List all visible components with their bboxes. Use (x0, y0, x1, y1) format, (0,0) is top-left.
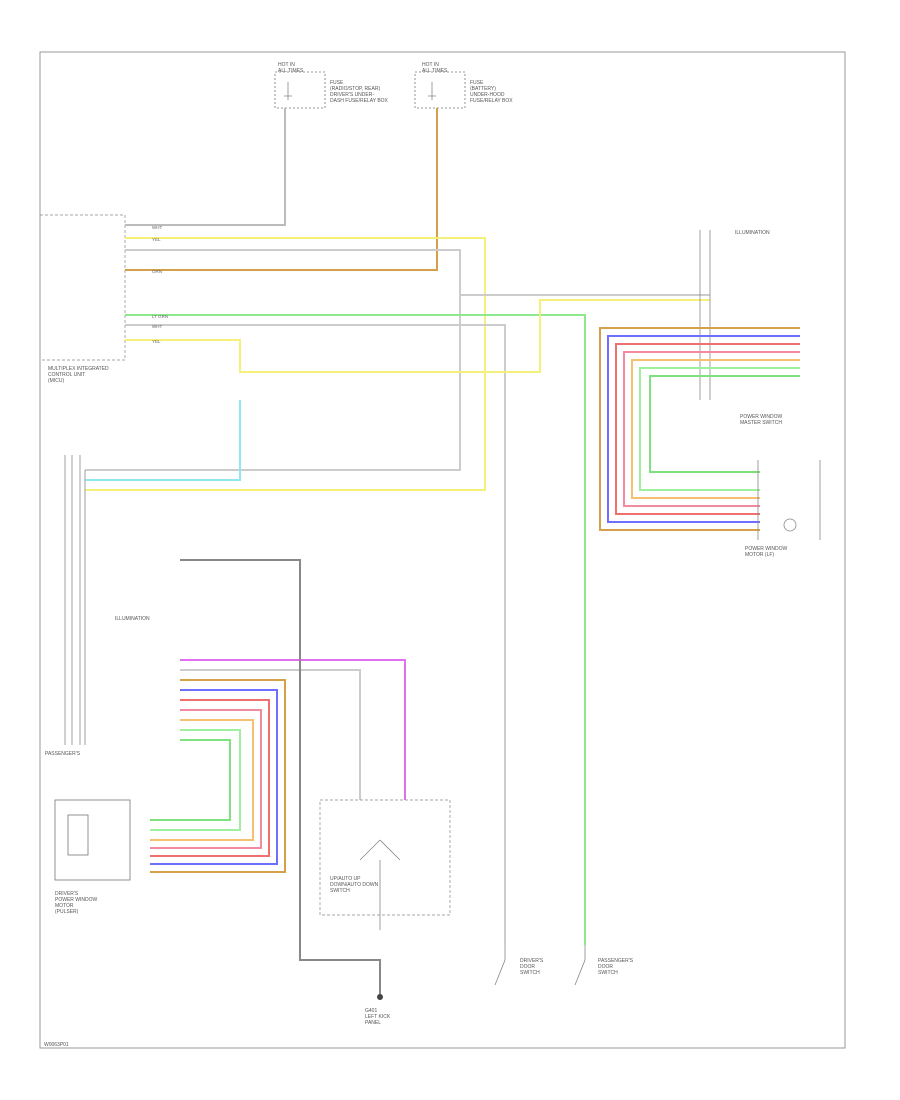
svg-text:MULTIPLEX INTEGRATED: MULTIPLEX INTEGRATED (48, 366, 109, 372)
svg-text:WHT: WHT (152, 225, 162, 230)
svg-text:ILLUMINATION: ILLUMINATION (115, 616, 150, 622)
svg-text:G401: G401 (365, 1008, 377, 1014)
door-switch-pass: PASSENGER'S DOOR SWITCH (574, 945, 634, 986)
ground-symbol: G401 LEFT KICK PANEL (365, 994, 391, 1026)
svg-text:POWER WINDOW: POWER WINDOW (740, 414, 782, 420)
svg-text:MASTER SWITCH: MASTER SWITCH (740, 420, 782, 426)
fuse-left-group: HOT IN ALL TIMES FUSE (RADIO/STOP, REAR)… (274, 62, 389, 109)
illumination-block: ILLUMINATION POWER WINDOW MASTER SWITCH (699, 230, 782, 426)
svg-text:DRIVER'S UNDER-: DRIVER'S UNDER- (330, 92, 374, 98)
window-switch: UP/AUTO UP DOWN/AUTO DOWN SWITCH (319, 799, 451, 930)
svg-text:MOTOR: MOTOR (55, 903, 74, 909)
svg-text:HOT IN: HOT IN (278, 62, 295, 68)
svg-text:(BATTERY): (BATTERY) (470, 86, 496, 92)
wire-micu-ltgrn (125, 314, 586, 945)
svg-text:SWITCH: SWITCH (598, 970, 618, 976)
diagram-frame (39, 51, 846, 1049)
svg-text:DOOR: DOOR (520, 964, 535, 970)
svg-text:ORN: ORN (152, 269, 162, 274)
svg-text:ILLUMINATION: ILLUMINATION (735, 230, 770, 236)
svg-text:POWER WINDOW: POWER WINDOW (745, 546, 787, 552)
driver-pw-motor: DRIVER'S POWER WINDOW MOTOR (PULSER) (54, 799, 131, 915)
svg-text:DRIVER'S: DRIVER'S (55, 891, 79, 897)
svg-text:(RADIO/STOP, REAR): (RADIO/STOP, REAR) (330, 86, 380, 92)
svg-text:PASSENGER'S: PASSENGER'S (45, 751, 81, 757)
wire-micu-wht (85, 249, 461, 471)
svg-text:LT GRN: LT GRN (152, 314, 168, 319)
svg-text:ALL TIMES: ALL TIMES (278, 68, 304, 74)
wire-fuse-left (125, 108, 286, 226)
micu-box: MULTIPLEX INTEGRATED CONTROL UNIT (MICU) (40, 214, 126, 384)
svg-text:UP/AUTO UP: UP/AUTO UP (330, 876, 361, 882)
wire-micu-wht-2 (125, 324, 506, 945)
diagram-code: W0063P01 (44, 1042, 69, 1048)
svg-text:FUSE/RELAY BOX: FUSE/RELAY BOX (470, 98, 513, 104)
svg-text:YEL: YEL (152, 339, 161, 344)
wire-black-ground (180, 559, 381, 995)
pw-master-switch: PASSENGER'S ILLUMINATION (45, 455, 150, 757)
svg-text:PASSENGER'S: PASSENGER'S (598, 958, 634, 964)
wire-micu-yel-1 (85, 237, 486, 491)
middle-bundle (150, 659, 406, 873)
svg-text:DRIVER'S: DRIVER'S (520, 958, 544, 964)
svg-text:LEFT KICK: LEFT KICK (365, 1014, 391, 1020)
svg-text:UNDER-HOOD: UNDER-HOOD (470, 92, 505, 98)
wire-cyan (85, 400, 241, 481)
svg-text:DOOR: DOOR (598, 964, 613, 970)
svg-text:(PULSER): (PULSER) (55, 909, 79, 915)
svg-text:PANEL: PANEL (365, 1020, 381, 1026)
svg-text:ALL TIMES: ALL TIMES (422, 68, 448, 74)
door-switch-driver: DRIVER'S DOOR SWITCH (494, 945, 544, 986)
svg-text:DASH FUSE/RELAY BOX: DASH FUSE/RELAY BOX (330, 98, 389, 104)
right-bundle (599, 327, 800, 531)
svg-text:SWITCH: SWITCH (520, 970, 540, 976)
svg-text:FUSE: FUSE (330, 80, 344, 86)
svg-text:HOT IN: HOT IN (422, 62, 439, 68)
svg-text:FUSE: FUSE (470, 80, 484, 86)
svg-text:(MICU): (MICU) (48, 378, 64, 384)
svg-text:MOTOR (LF): MOTOR (LF) (745, 552, 774, 558)
wire-fuse-right (125, 108, 438, 271)
svg-text:DOWN/AUTO DOWN: DOWN/AUTO DOWN (330, 882, 379, 888)
pw-motor-right: POWER WINDOW MOTOR (LF) (745, 460, 821, 558)
fuse-right-group: HOT IN ALL TIMES FUSE (BATTERY) UNDER-HO… (414, 62, 513, 109)
wire-labels-left: WHT YEL ORN LT GRN WHT YEL (152, 225, 168, 344)
svg-text:SWITCH: SWITCH (330, 888, 350, 894)
svg-text:WHT: WHT (152, 324, 162, 329)
svg-text:YEL: YEL (152, 237, 161, 242)
svg-text:CONTROL UNIT: CONTROL UNIT (48, 372, 85, 378)
wire-micu-yel-2 (125, 299, 710, 373)
svg-text:POWER WINDOW: POWER WINDOW (55, 897, 97, 903)
